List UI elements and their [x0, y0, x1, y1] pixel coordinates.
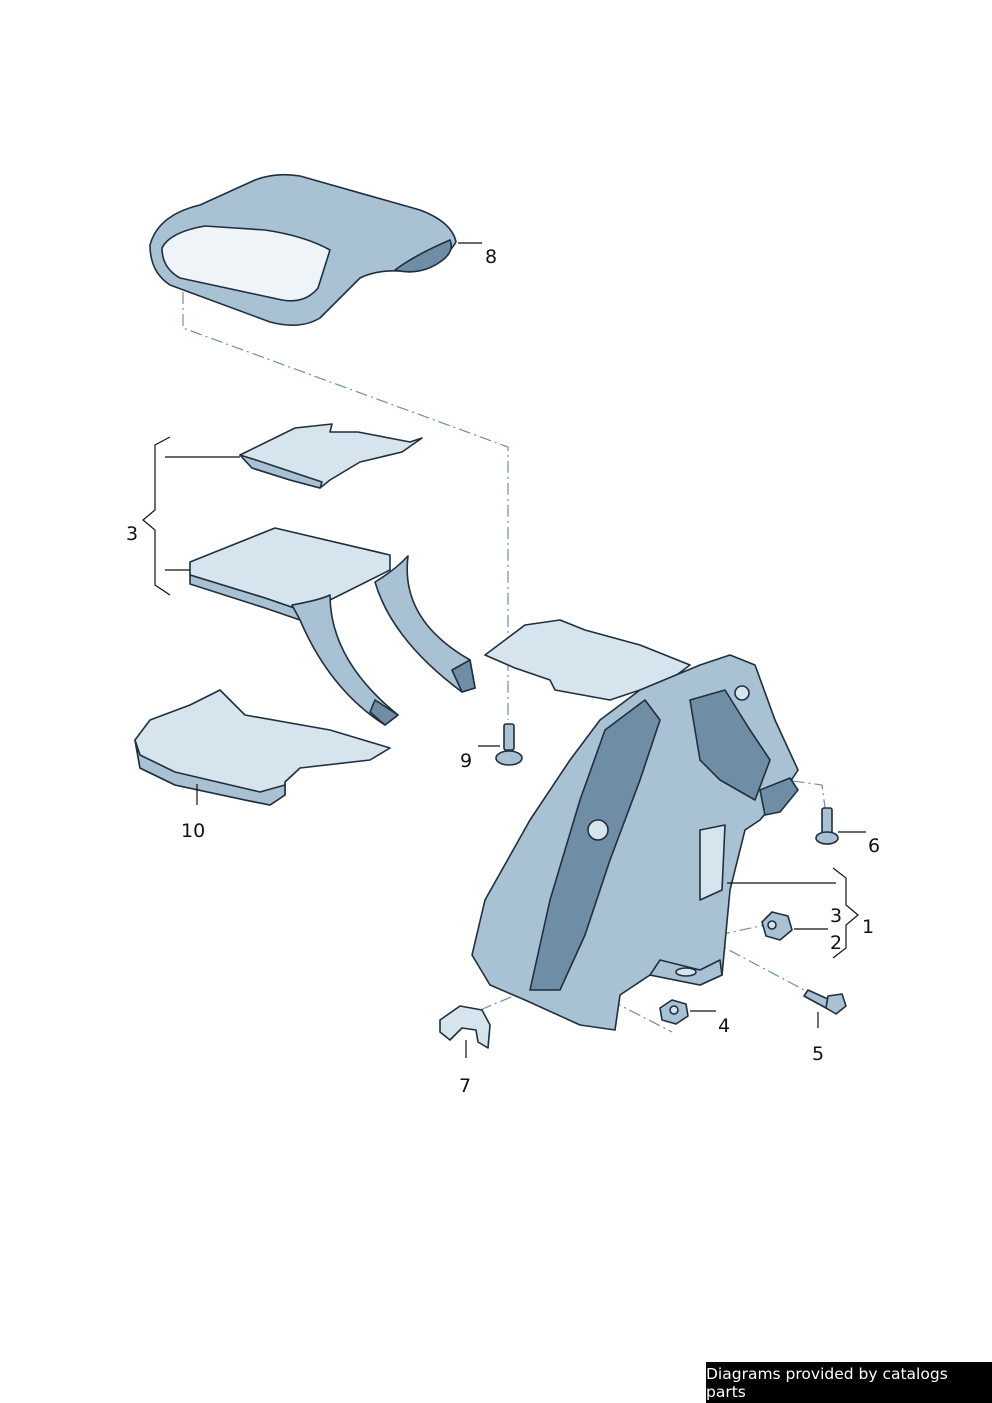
bolt-6[interactable] [815, 807, 839, 845]
armrest-cushion[interactable] [149, 173, 457, 326]
storage-tray-insert[interactable] [189, 527, 476, 726]
callout-2: 2 [830, 932, 842, 954]
support-bracket[interactable] [471, 619, 799, 1031]
callout-5: 5 [812, 1043, 824, 1065]
callout-8: 8 [485, 246, 497, 268]
callout-3-left: 3 [126, 523, 138, 545]
hex-nut[interactable] [659, 999, 689, 1025]
callout-4: 4 [718, 1015, 730, 1037]
callout-7: 7 [459, 1075, 471, 1097]
callout-3-right: 3 [830, 905, 842, 927]
storage-tray-cover[interactable] [239, 423, 423, 489]
screw-5[interactable] [803, 989, 847, 1015]
retaining-clip[interactable] [439, 1005, 491, 1049]
callout-labels: 8 3 9 10 6 3 2 1 4 5 7 [126, 246, 880, 1097]
tray-mat[interactable] [134, 689, 391, 806]
bolt-9[interactable] [495, 723, 523, 766]
callout-1: 1 [862, 916, 874, 938]
callout-10: 10 [181, 820, 205, 842]
callout-9: 9 [460, 750, 472, 772]
callout-6: 6 [868, 835, 880, 857]
credit-banner: Diagrams provided by catalogs parts [706, 1362, 992, 1403]
clip-nut[interactable] [761, 911, 793, 941]
leader-lines [142, 242, 866, 1058]
